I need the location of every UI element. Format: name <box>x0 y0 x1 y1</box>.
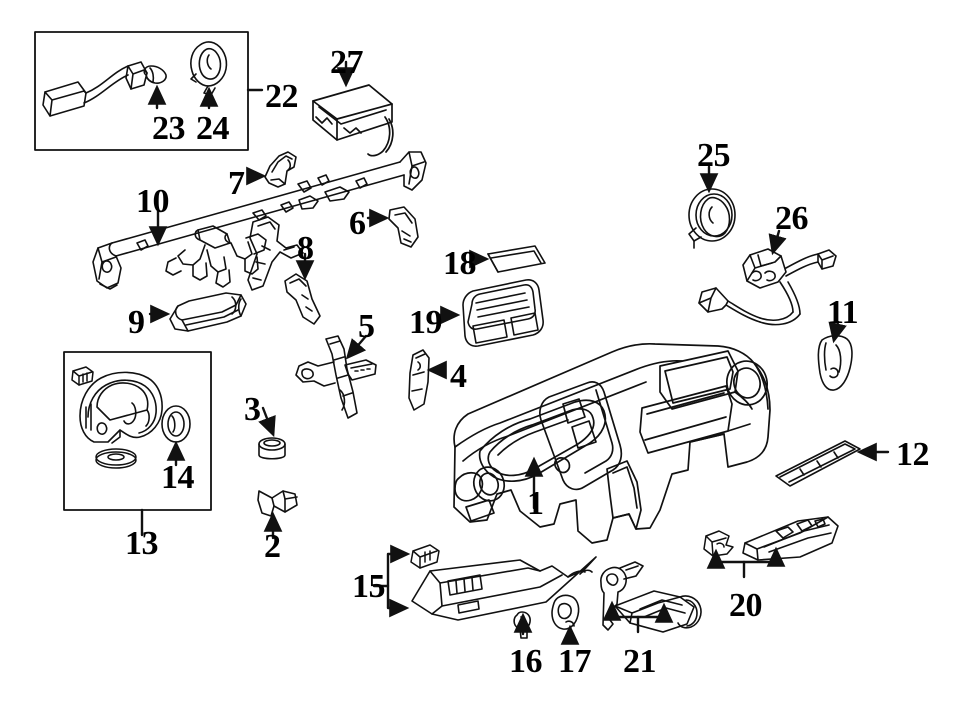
leader-5 <box>345 334 368 360</box>
callout-number-3[interactable]: 3 <box>244 391 261 428</box>
part-27-passenger-airbag-module <box>312 84 394 157</box>
callout-number-27[interactable]: 27 <box>330 44 364 81</box>
callout-number-5[interactable]: 5 <box>358 308 375 345</box>
part-26-wire-harness-connector <box>698 248 837 326</box>
part-17-striker-catch <box>551 594 580 630</box>
callout-number-13[interactable]: 13 <box>125 525 159 562</box>
leader-3 <box>258 406 276 438</box>
part-25-spiral-cable-clock-spring <box>688 188 736 249</box>
part-20-reinforcement-panel <box>742 516 839 561</box>
part-23-small-retainer <box>143 65 167 84</box>
callout-number-12[interactable]: 12 <box>896 436 930 473</box>
callout-number-14[interactable]: 14 <box>161 459 195 496</box>
callout-number-21[interactable]: 21 <box>623 643 657 680</box>
callout-number-15[interactable]: 15 <box>352 568 386 605</box>
part-1-instrument-panel-assembly <box>453 342 771 544</box>
callout-number-9[interactable]: 9 <box>128 304 145 341</box>
callout-number-20[interactable]: 20 <box>729 587 763 624</box>
callout-number-7[interactable]: 7 <box>228 165 245 202</box>
leader-26 <box>768 229 787 256</box>
part-11-side-cover-panel <box>817 334 853 391</box>
callout-number-4[interactable]: 4 <box>450 358 467 395</box>
callout-number-6[interactable]: 6 <box>349 205 366 242</box>
part-22-wire-harness <box>42 61 148 117</box>
part-21-key <box>600 561 644 631</box>
callout-number-11[interactable]: 11 <box>827 294 859 331</box>
part-15-clip <box>410 544 440 569</box>
leader-21-right <box>636 602 674 623</box>
callout-number-23[interactable]: 23 <box>152 110 186 147</box>
callout-number-19[interactable]: 19 <box>409 304 443 341</box>
callout-number-16[interactable]: 16 <box>509 643 543 680</box>
callout-number-25[interactable]: 25 <box>697 137 731 174</box>
callout-number-18[interactable]: 18 <box>443 245 477 282</box>
callout-number-24[interactable]: 24 <box>196 110 230 147</box>
part-12-trim-garnish <box>775 440 861 487</box>
part-15-glove-box-door <box>411 556 597 621</box>
leader-20-left <box>706 548 746 579</box>
part-8-lower-brace <box>284 273 321 325</box>
part-4-reinforcement-stay <box>408 349 430 411</box>
leader-21-left <box>602 600 640 634</box>
callout-number-26[interactable]: 26 <box>775 200 809 237</box>
callout-number-17[interactable]: 17 <box>558 643 592 680</box>
part-20-small-bracket <box>703 530 734 557</box>
part-3-grommet-cap <box>258 437 286 460</box>
part-6-side-bracket <box>388 206 419 248</box>
callout-number-22[interactable]: 22 <box>265 78 299 115</box>
part-9-duct-bracket <box>169 292 247 332</box>
callout-number-10[interactable]: 10 <box>136 183 170 220</box>
part-19-center-vent-register <box>462 279 544 347</box>
callout-number-2[interactable]: 2 <box>264 528 281 565</box>
part-21-lock-cylinder <box>614 590 702 633</box>
leader-20-right <box>742 546 786 567</box>
leader-15-lower <box>386 584 410 618</box>
part-7-upper-bracket <box>264 151 297 188</box>
part-13-clip <box>71 366 94 386</box>
part-5-center-brace <box>295 335 377 419</box>
part-18-small-cover-lid <box>487 245 546 273</box>
part-2-bracket-clip <box>257 490 298 517</box>
part-10-reinforcement-beam <box>92 151 427 291</box>
part-13-cluster-finish-panel <box>79 371 163 444</box>
leader-11 <box>828 320 847 344</box>
part-13-ring <box>95 448 137 469</box>
callout-number-8[interactable]: 8 <box>297 230 314 267</box>
leader-15-upper <box>372 544 411 588</box>
callout-number-1[interactable]: 1 <box>527 485 544 522</box>
group-box-13-frame <box>63 351 212 511</box>
